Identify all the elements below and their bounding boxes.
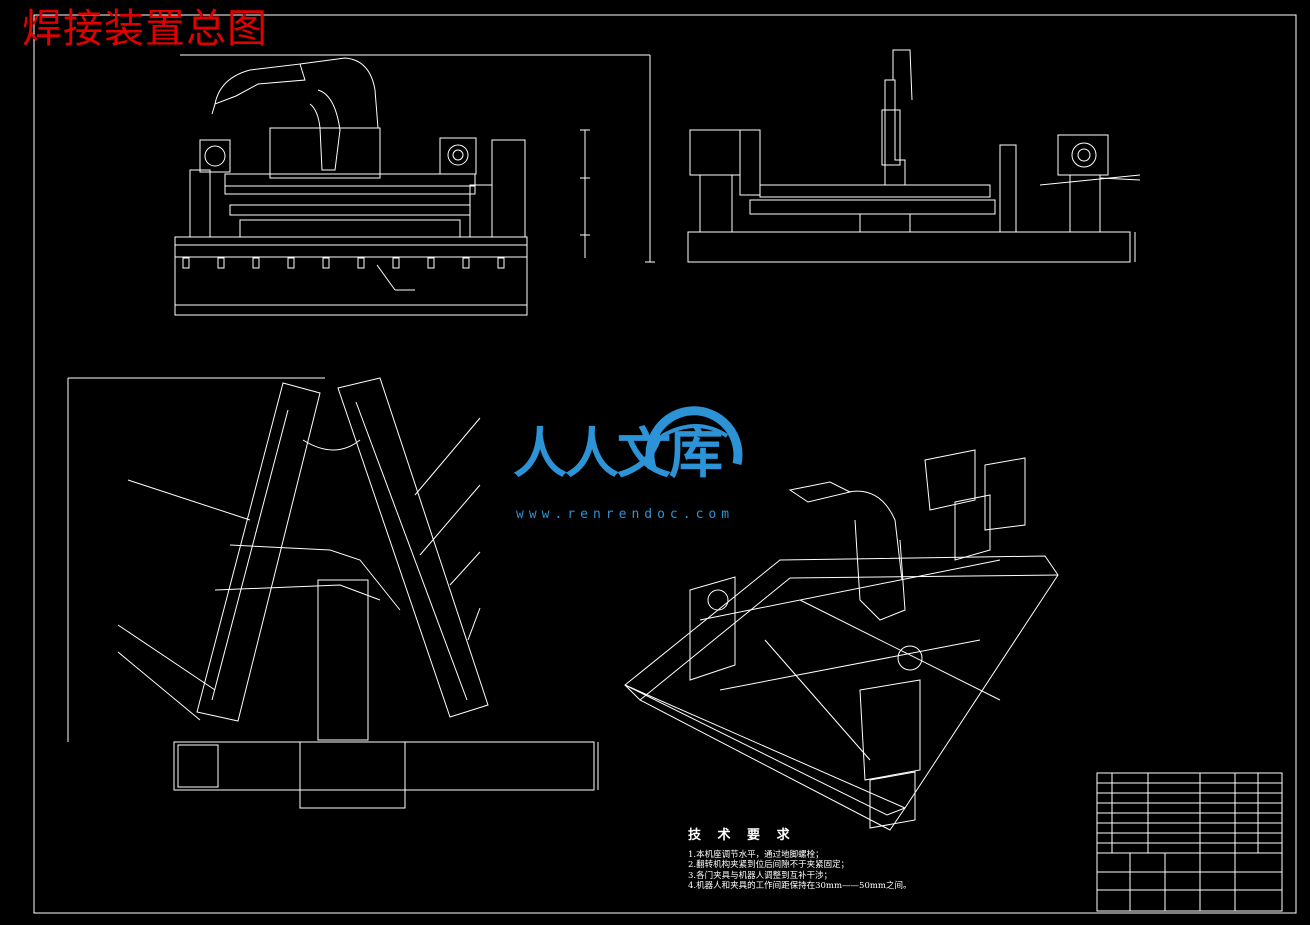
tech-requirements-heading: 技 术 要 求 bbox=[688, 828, 796, 843]
side-view bbox=[687, 49, 1141, 263]
drawing-title: 焊接装置总图 bbox=[22, 6, 268, 52]
tech-note: 4.机器人和夹具的工作间距保持在30mm——50mm之间。 bbox=[688, 881, 912, 892]
tech-note: 2.翻转机构夹紧到位后间隙不于夹紧固定； bbox=[688, 860, 850, 871]
watermark-logo-icon bbox=[645, 406, 743, 470]
tech-requirements-notes: 1.本机座调节水平，通过地脚螺栓； 2.翻转机构夹紧到位后间隙不于夹紧固定； 3… bbox=[688, 850, 911, 892]
title-block bbox=[1096, 772, 1283, 912]
watermark-url: www.renrendoc.com bbox=[516, 507, 735, 522]
plan-view bbox=[67, 377, 599, 809]
isometric-view bbox=[624, 449, 1059, 831]
drawing-frame bbox=[33, 14, 1297, 914]
tech-note: 1.本机座调节水平，通过地脚螺栓； bbox=[688, 850, 824, 860]
tech-note: 3.各门夹具与机器人调整到互补干涉； bbox=[688, 870, 833, 881]
front-view bbox=[174, 54, 655, 316]
watermark-brand: 人人文库 bbox=[513, 421, 723, 485]
